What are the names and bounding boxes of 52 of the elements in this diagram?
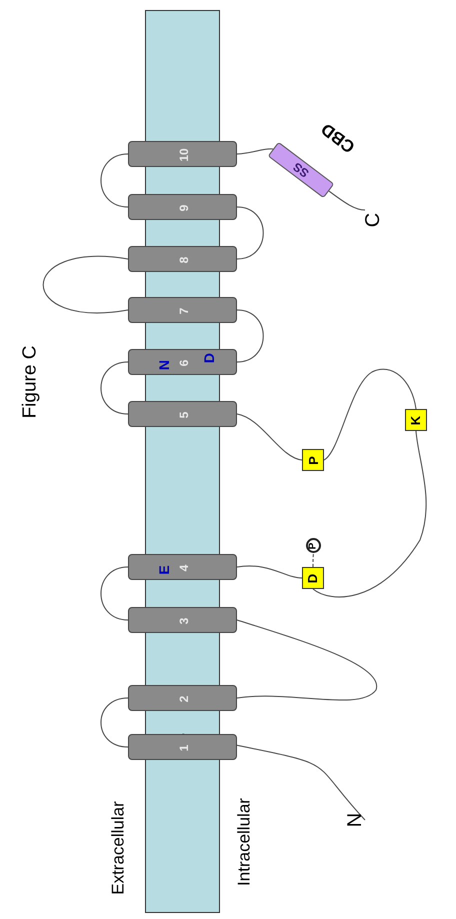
peptide-chain-line [236,414,302,460]
residue-label: D [202,352,216,364]
peptide-chain-line [100,154,128,208]
peptide-chain-line [236,148,274,154]
residue-letter: K [410,415,422,425]
domain-text: SS [291,160,311,180]
phosphate-bond [312,552,314,568]
helix-number: 8 [178,256,190,264]
transmembrane-helix [128,194,237,220]
helix-number: 4 [178,564,190,572]
peptide-chain-line [100,698,128,748]
residue-label: E [156,565,170,575]
peptide-chain-line [312,430,427,598]
terminus-label: C [363,208,383,232]
transmembrane-helix [128,349,237,375]
helix-number: 2 [178,696,190,702]
peptide-chain-line [100,362,128,414]
transmembrane-helix [128,297,237,323]
region-label: Intracellular [236,798,252,886]
peptide-chain-line [324,368,416,460]
transmembrane-helix [128,246,237,272]
residue-box [302,449,324,471]
peptide-chain-line [236,206,264,260]
transmembrane-helix [128,685,237,711]
residue-box [405,409,427,431]
helix-number: 5 [178,412,190,418]
helix-number: 3 [178,618,190,624]
figure-title: Figure C [20,346,40,418]
peptide-chain-line [42,256,128,314]
terminus-label: N [345,808,365,832]
helix-number: 6 [178,360,190,366]
residue-label: N [156,360,170,370]
residue-letter: D [306,573,320,583]
phosphate-letter: P [308,542,318,549]
transmembrane-helix [128,607,237,633]
peptide-chain-line [100,566,128,620]
peptide-chain-line [236,566,302,578]
transmembrane-helix [128,554,237,580]
residue-letter: P [306,456,320,464]
domain-label: CBD [318,120,358,156]
transmembrane-helix [128,734,237,760]
peptide-chain-line [328,190,366,210]
peptide-chain-line [236,620,377,701]
transmembrane-helix [128,401,237,427]
helix-number: 9 [178,204,190,212]
residue-box [302,567,324,589]
transmembrane-helix [128,141,237,167]
peptide-chain-line [236,310,264,362]
helix-number: 10 [178,148,190,162]
region-label: Extracellular [110,801,126,895]
helix-number: 7 [178,308,190,314]
helix-number: 1 [178,744,190,752]
